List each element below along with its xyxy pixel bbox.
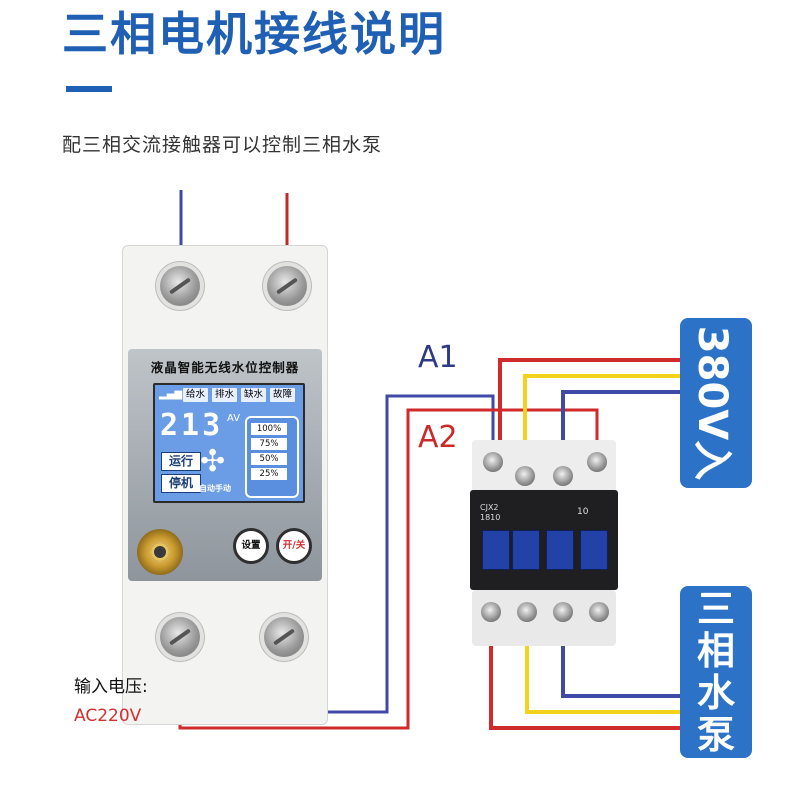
- top-right-terminal-screw: [267, 266, 307, 306]
- pump-label-char-4: 泵: [696, 713, 735, 757]
- a2-label: A2: [418, 420, 458, 455]
- contactor-a2-screw: [587, 452, 607, 472]
- run-indicator: 运行: [161, 452, 201, 471]
- stop-indicator: 停机: [161, 474, 201, 493]
- tab-drain: 排水: [212, 388, 237, 402]
- title-underline: [66, 86, 112, 92]
- antenna-connector-core: [151, 543, 169, 561]
- contactor-model: CJX2 1810: [480, 503, 501, 522]
- page-title: 三相电机接线说明: [62, 7, 446, 61]
- contactor-t2-screw: [517, 602, 537, 622]
- signal-icon: ▂▄▆: [159, 389, 183, 400]
- supply-380v-label: 380V入: [689, 325, 735, 481]
- wire-t1-red: [489, 612, 680, 730]
- contactor-blue-block-1: [482, 530, 510, 570]
- top-left-terminal-screw: [160, 266, 200, 306]
- voltage-readout: 213: [160, 408, 224, 443]
- pump-label-char-3: 水: [696, 671, 735, 715]
- controller-name: 液晶智能无线水位控制器: [150, 360, 300, 375]
- contactor-l2-screw: [553, 466, 573, 486]
- three-phase-pump-box: 三 相 水 泵: [680, 586, 752, 758]
- power-button[interactable]: 开/关: [276, 528, 312, 564]
- pump-label-char-1: 三: [696, 587, 735, 631]
- contactor-blue-block-4: [580, 530, 608, 570]
- wire-l3-blue: [561, 390, 680, 460]
- contactor-contact-label: 10: [577, 507, 589, 517]
- input-voltage-value: AC220V: [74, 706, 142, 726]
- wire-l2-yellow: [523, 374, 680, 460]
- level-100: 100%: [251, 423, 287, 435]
- wire-l1-red: [498, 358, 680, 445]
- level-25: 25%: [251, 468, 287, 480]
- mode-indicator: 自动手动: [199, 484, 231, 493]
- voltage-unit: AV: [227, 413, 241, 424]
- contactor-blue-block-3: [546, 530, 574, 570]
- contactor-blue-block-2: [512, 530, 540, 570]
- tab-supply: 给水: [183, 388, 208, 402]
- bottom-left-terminal-screw: [160, 617, 200, 657]
- contactor-l1-screw: [515, 466, 535, 486]
- fan-icon: ✣: [200, 444, 226, 479]
- level-50: 50%: [251, 453, 287, 465]
- tab-fault: 故障: [270, 388, 295, 402]
- contactor-a1-screw: [483, 452, 503, 472]
- contactor-t3-screw: [553, 602, 573, 622]
- level-75: 75%: [251, 438, 287, 450]
- contactor-t1-screw: [481, 602, 501, 622]
- settings-button[interactable]: 设置: [233, 528, 269, 564]
- supply-380v-box: 380V入: [680, 318, 752, 488]
- a1-label: A1: [418, 340, 458, 375]
- contactor-aux-screw: [589, 602, 609, 622]
- tab-shortage: 缺水: [241, 388, 266, 402]
- input-voltage-label: 输入电压:: [74, 677, 148, 697]
- pump-label-char-2: 相: [696, 629, 735, 673]
- bottom-right-terminal-screw: [264, 617, 304, 657]
- page-subtitle: 配三相交流接触器可以控制三相水泵: [62, 134, 383, 156]
